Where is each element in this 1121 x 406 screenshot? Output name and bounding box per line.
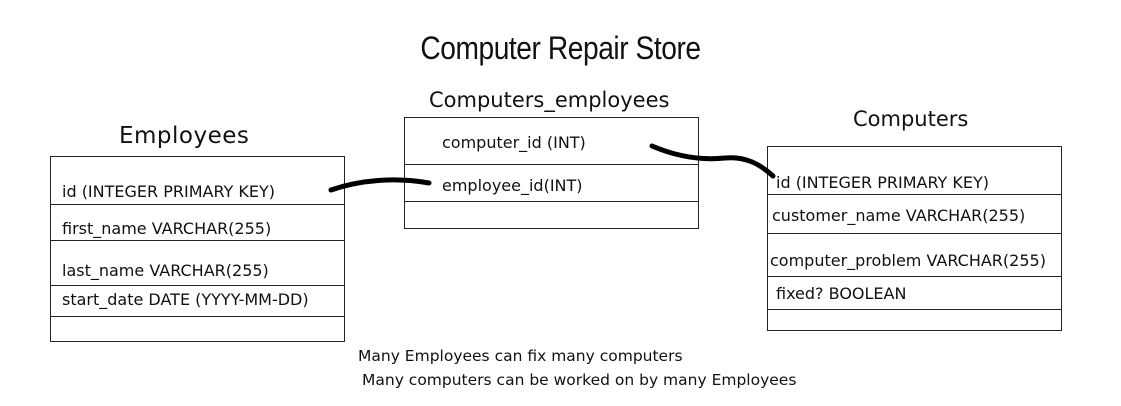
computers-table-title: Computers — [853, 107, 969, 131]
computers-table: id (INTEGER PRIMARY KEY) customer_name V… — [767, 146, 1062, 331]
computers-field-customer-name: customer_name VARCHAR(255) — [768, 194, 1061, 233]
employees-field-first-name: first_name VARCHAR(255) — [51, 204, 344, 240]
computers-employees-table-title: Computers_employees — [429, 88, 670, 112]
computers-field-empty — [768, 309, 1061, 331]
computers-field-id: id (INTEGER PRIMARY KEY) — [776, 173, 990, 192]
relationship-note-2: Many computers can be worked on by many … — [362, 371, 797, 389]
computers-employees-table: computer_id (INT) employee_id(INT) — [404, 117, 699, 229]
employees-field-empty — [51, 316, 344, 342]
diagram-title: Computer Repair Store — [420, 30, 701, 66]
computers-employees-field-computer-id: computer_id (INT) — [442, 133, 586, 152]
employees-table-title: Employees — [119, 123, 250, 149]
computers-field-fixed: fixed? BOOLEAN — [768, 276, 1061, 309]
employees-field-last-name: last_name VARCHAR(255) — [51, 240, 344, 285]
employees-table: id (INTEGER PRIMARY KEY) first_name VARC… — [50, 156, 345, 342]
computers-field-computer-problem: computer_problem VARCHAR(255) — [768, 233, 1061, 276]
computers-employees-field-employee-id: employee_id(INT) — [405, 164, 698, 201]
computers-employees-field-empty — [405, 201, 698, 229]
relationship-note-1: Many Employees can fix many computers — [358, 347, 683, 365]
employees-field-id: id (INTEGER PRIMARY KEY) — [62, 182, 276, 201]
employees-field-start-date: start_date DATE (YYYY-MM-DD) — [51, 285, 344, 316]
